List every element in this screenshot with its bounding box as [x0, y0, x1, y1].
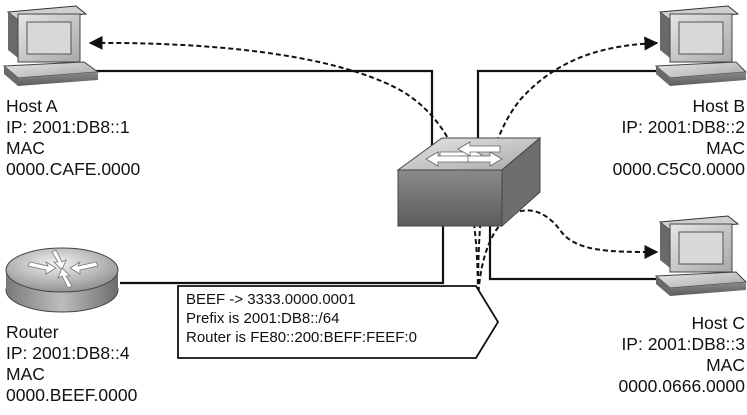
host-a-mac-label: MAC	[6, 138, 140, 159]
host-a-mac: 0000.CAFE.0000	[6, 159, 140, 180]
link-router-switch	[120, 226, 443, 283]
router-name: Router	[6, 322, 137, 343]
router-mac: 0000.BEEF.0000	[6, 385, 137, 406]
host-b-mac: 0000.C5C0.0000	[613, 159, 745, 180]
link-host-a-switch	[95, 71, 432, 160]
flow-arrows	[90, 43, 657, 300]
switch-icon	[398, 138, 540, 226]
host-c-mac-label: MAC	[618, 355, 745, 376]
callout-line-3: Router is FE80::200:BEFF:FEEF:0	[186, 328, 417, 347]
callout-line-1: BEEF -> 3333.0000.0001	[186, 290, 417, 309]
host-b-ip: IP: 2001:DB8::2	[613, 117, 745, 138]
host-c-ip: IP: 2001:DB8::3	[618, 334, 745, 355]
host-b-label: Host B IP: 2001:DB8::2 MAC 0000.C5C0.000…	[613, 96, 745, 180]
host-c-name: Host C	[618, 313, 745, 334]
router-mac-label: MAC	[6, 364, 137, 385]
host-b-name: Host B	[613, 96, 745, 117]
host-a-pc-icon	[4, 6, 98, 86]
link-host-c-switch	[490, 226, 657, 279]
router-label: Router IP: 2001:DB8::4 MAC 0000.BEEF.000…	[6, 322, 137, 406]
host-b-mac-label: MAC	[613, 138, 745, 159]
callout-text: BEEF -> 3333.0000.0001 Prefix is 2001:DB…	[186, 290, 417, 347]
cable-links	[95, 71, 657, 283]
host-a-label: Host A IP: 2001:DB8::1 MAC 0000.CAFE.000…	[6, 96, 140, 180]
host-c-mac: 0000.0666.0000	[618, 376, 745, 397]
host-c-pc-icon	[656, 216, 746, 296]
host-b-pc-icon	[656, 6, 746, 86]
host-c-label: Host C IP: 2001:DB8::3 MAC 0000.0666.000…	[618, 313, 745, 397]
host-a-name: Host A	[6, 96, 140, 117]
host-a-ip: IP: 2001:DB8::1	[6, 117, 140, 138]
callout-line-2: Prefix is 2001:DB8::/64	[186, 309, 417, 328]
router-ip: IP: 2001:DB8::4	[6, 343, 137, 364]
router-icon	[6, 248, 118, 312]
